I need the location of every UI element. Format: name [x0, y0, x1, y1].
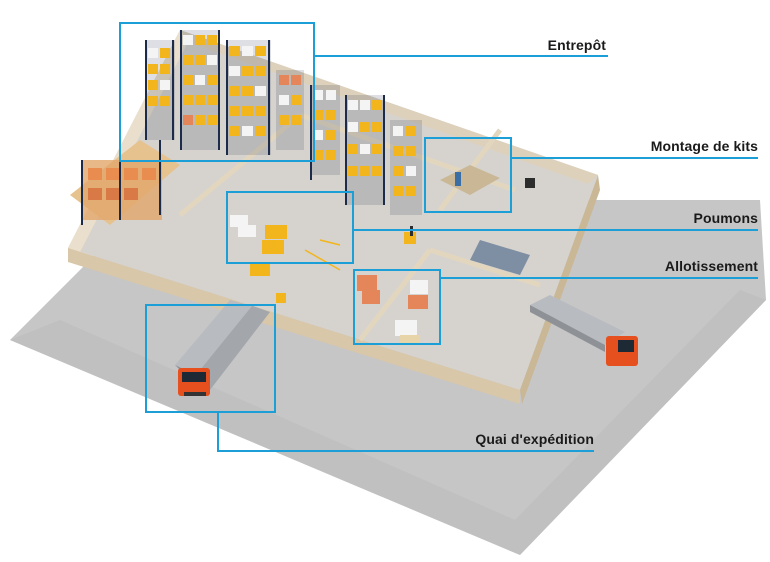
wall-front-left: [68, 248, 520, 404]
callout-poumons: [226, 191, 758, 264]
label-montage-de-kits: Montage de kits: [650, 138, 758, 154]
truck-right: [530, 295, 638, 366]
workstation-icon: [440, 165, 535, 195]
middle-racks: [310, 85, 422, 215]
label-allotissement: Allotissement: [664, 258, 758, 274]
partition-4: [429, 247, 541, 288]
callout-montage-kits: [424, 137, 758, 213]
partition-1: [178, 113, 302, 217]
yard-floor-shade: [10, 290, 766, 555]
partition-5: [358, 248, 432, 342]
callout-entrepot: [119, 22, 608, 162]
conveyor: [470, 240, 530, 275]
callout-quai-expedition: [145, 304, 594, 452]
callout-allotissement: [353, 269, 758, 345]
wall-front-right: [520, 175, 600, 404]
label-quai-expedition: Quai d'expédition: [475, 431, 594, 447]
truck-icon: [175, 300, 270, 396]
poumons-area: [230, 215, 341, 276]
label-entrepot: Entrepôt: [547, 37, 606, 53]
wall-back-right: [180, 30, 598, 184]
allotissement-area: [357, 275, 428, 343]
label-poumons: Poumons: [693, 210, 758, 226]
entrepot-racks: [145, 30, 304, 155]
